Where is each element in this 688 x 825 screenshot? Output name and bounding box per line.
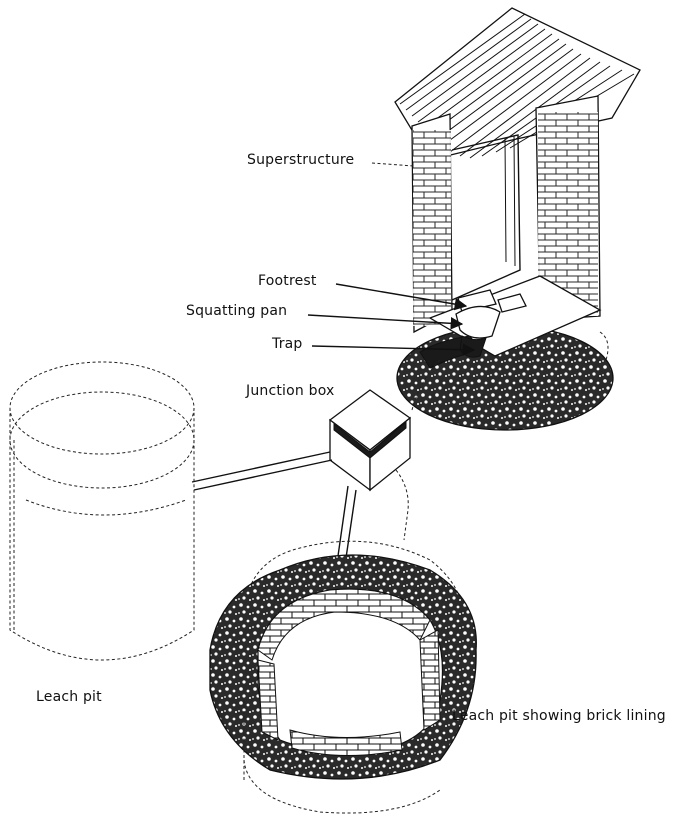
leach-pit-brick bbox=[210, 541, 476, 813]
label-squatting-pan: Squatting pan bbox=[186, 303, 287, 319]
label-trap: Trap bbox=[272, 336, 303, 352]
junction-box bbox=[330, 390, 410, 490]
label-footrest: Footrest bbox=[258, 273, 317, 289]
leach-pit-left bbox=[10, 362, 194, 660]
label-leach-pit-brick-lining: Leach pit showing brick lining bbox=[452, 708, 666, 724]
label-leach-pit: Leach pit bbox=[36, 689, 102, 705]
label-junction-box: Junction box bbox=[246, 383, 335, 399]
label-superstructure: Superstructure bbox=[247, 152, 354, 168]
